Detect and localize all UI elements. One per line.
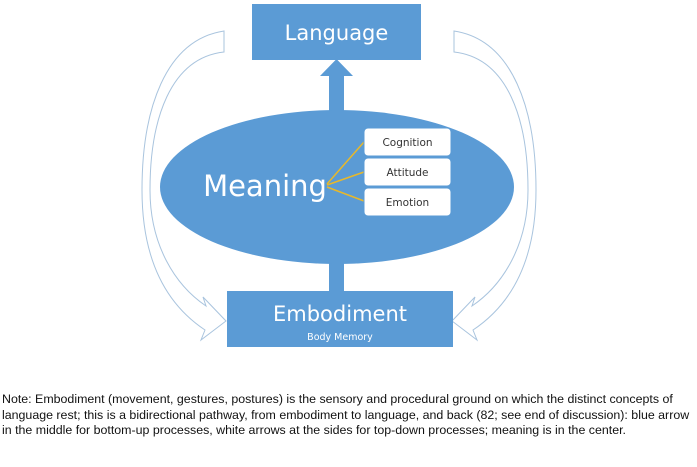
connector-emotion — [326, 186, 365, 202]
language-label: Language — [285, 21, 389, 45]
embodiment-label: Embodiment — [273, 302, 407, 326]
connector-cognition — [326, 141, 365, 185]
right-top-down-arrow — [451, 30, 537, 342]
left-top-down-arrow — [141, 30, 227, 342]
embodiment-meaning-language-diagram: Language Meaning Cognition Attitude Emot… — [141, 4, 537, 347]
connector-attitude — [326, 171, 365, 186]
component-emotion-label: Emotion — [386, 197, 429, 209]
component-attitude-label: Attitude — [386, 167, 428, 179]
lower-connector-shaft — [329, 255, 344, 293]
meaning-label: Meaning — [203, 169, 327, 203]
body-memory-label: Body Memory — [307, 332, 373, 343]
embodiment-box — [227, 291, 453, 347]
component-cognition: Cognition — [363, 127, 452, 157]
bottom-up-arrow — [320, 59, 353, 118]
component-emotion: Emotion — [363, 187, 452, 217]
component-attitude: Attitude — [363, 157, 452, 187]
component-cognition-label: Cognition — [382, 137, 432, 149]
language-box — [252, 4, 421, 60]
figure-note: Note: Embodiment (movement, gestures, po… — [2, 392, 690, 437]
